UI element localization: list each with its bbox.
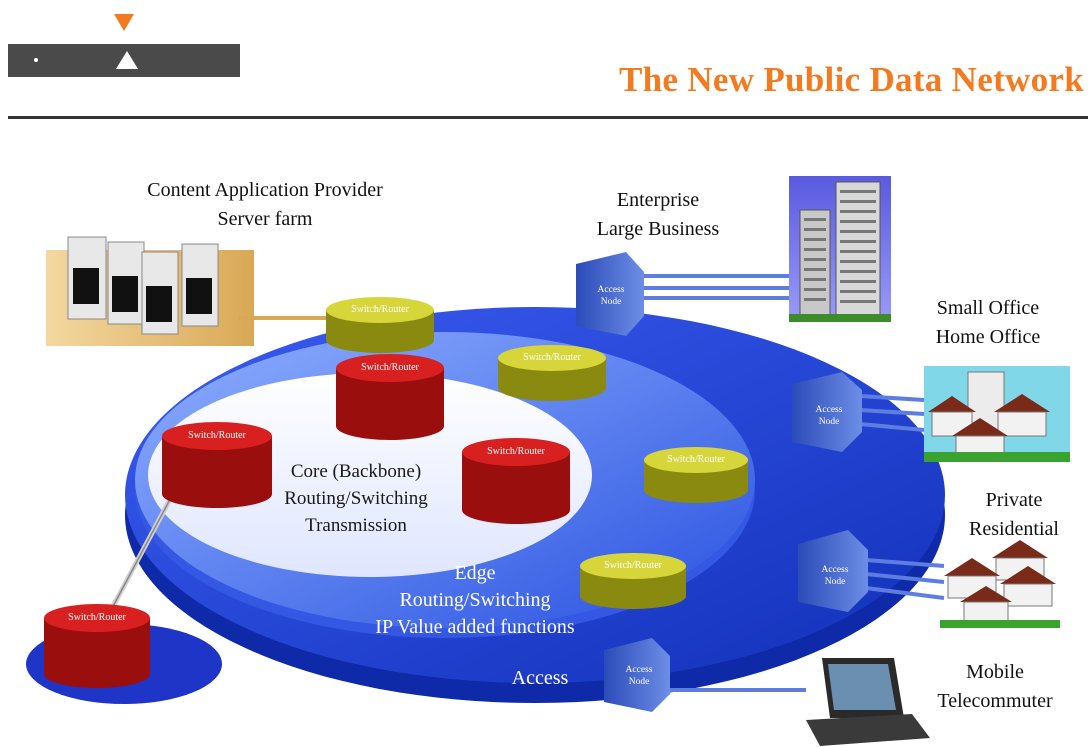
core-router bbox=[336, 354, 444, 440]
server-farm-label-line: Server farm bbox=[217, 208, 313, 230]
logo-triangle-down-icon bbox=[114, 14, 134, 31]
enterprise-label-line: Enterprise bbox=[616, 189, 700, 211]
residential-label-line: Private bbox=[985, 489, 1043, 511]
edge-router bbox=[326, 297, 434, 353]
core-router bbox=[162, 422, 272, 508]
access-node-label-line: Node bbox=[600, 297, 622, 307]
mobile-label-line: Telecommuter bbox=[937, 690, 1053, 712]
access-node-label: Access Node bbox=[806, 404, 852, 428]
access-node-label-line: Node bbox=[818, 417, 840, 427]
access-node-label-line: Access bbox=[597, 285, 625, 295]
access-node-label: Access Node bbox=[616, 664, 662, 688]
core-router-label: Switch/Router bbox=[188, 430, 246, 441]
edge-router bbox=[498, 345, 606, 401]
access-node-label-line: Access bbox=[815, 405, 843, 415]
mobile-label: Mobile Telecommuter bbox=[910, 658, 1080, 716]
core-router-label: Switch/Router bbox=[487, 446, 545, 457]
edge-label-line: IP Value added functions bbox=[375, 616, 575, 638]
enterprise-label-line: Large Business bbox=[596, 218, 720, 240]
page-title: The New Public Data Network bbox=[619, 60, 1084, 99]
edge-router bbox=[580, 553, 686, 609]
logo bbox=[8, 44, 240, 77]
logo-triangle-up-icon bbox=[116, 51, 138, 69]
access-node-label-line: Access bbox=[821, 565, 849, 575]
soho-label: Small Office Home Office bbox=[910, 294, 1066, 352]
access-node-label-line: Node bbox=[628, 677, 650, 687]
core-label-line: Routing/Switching bbox=[284, 488, 428, 509]
edge-router-label: Switch/Router bbox=[604, 560, 662, 571]
core-label: Core (Backbone) Routing/Switching Transm… bbox=[256, 458, 456, 539]
edge-label-line: Routing/Switching bbox=[399, 589, 551, 611]
edge-router bbox=[644, 447, 748, 503]
laptop-icon bbox=[806, 658, 930, 746]
access-node bbox=[604, 638, 670, 712]
core-router-label: Switch/Router bbox=[68, 612, 126, 623]
residential-label: Private Residential bbox=[940, 486, 1088, 544]
server-icon bbox=[67, 236, 219, 335]
access-node-label-line: Access bbox=[625, 665, 653, 675]
mobile-label-line: Mobile bbox=[966, 661, 1024, 683]
logo-dot bbox=[34, 58, 38, 62]
enterprise-label: Enterprise Large Business bbox=[568, 186, 748, 244]
edge-router-label: Switch/Router bbox=[351, 304, 409, 315]
access-node-label: Access Node bbox=[588, 284, 634, 308]
access-links bbox=[640, 274, 945, 692]
soho-icon bbox=[924, 366, 1070, 462]
server-farm-label-line: Content Application Provider bbox=[147, 179, 383, 201]
edge-router-label: Switch/Router bbox=[667, 454, 725, 465]
core-label-line: Transmission bbox=[305, 515, 407, 536]
access-node bbox=[576, 252, 644, 336]
residential-icon bbox=[940, 540, 1060, 628]
core-area bbox=[148, 373, 592, 577]
title-divider bbox=[8, 116, 1088, 119]
soho-label-line: Small Office bbox=[936, 297, 1040, 319]
access-node bbox=[798, 530, 868, 612]
soho-label-line: Home Office bbox=[935, 326, 1041, 348]
access-label: Access bbox=[511, 667, 569, 689]
core-router bbox=[462, 438, 570, 524]
residential-label-line: Residential bbox=[969, 518, 1059, 540]
access-node bbox=[792, 372, 862, 452]
access-node-label: Access Node bbox=[812, 564, 858, 588]
core-label-line: Core (Backbone) bbox=[290, 461, 422, 482]
core-router-label: Switch/Router bbox=[361, 362, 419, 373]
building-icon bbox=[789, 181, 891, 322]
access-node-label-line: Node bbox=[824, 577, 846, 587]
edge-router-label: Switch/Router bbox=[523, 352, 581, 363]
edge-label-line: Edge bbox=[454, 562, 496, 584]
core-router bbox=[44, 604, 150, 688]
server-farm-label: Content Application Provider Server farm bbox=[100, 176, 430, 234]
edge-label: Edge Routing/Switching IP Value added fu… bbox=[350, 560, 600, 641]
